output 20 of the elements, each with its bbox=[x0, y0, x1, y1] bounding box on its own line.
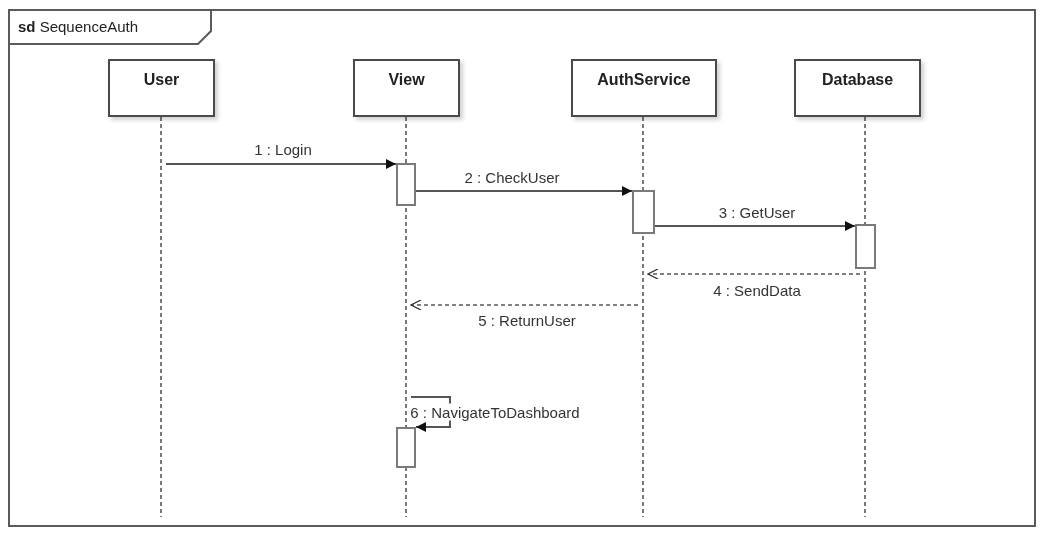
participant-box bbox=[571, 59, 717, 117]
message-label: 6 : NavigateToDashboard bbox=[408, 403, 582, 421]
frame-title: sd SequenceAuth bbox=[18, 18, 139, 35]
participant-box bbox=[108, 59, 215, 117]
participant-name: View bbox=[387, 71, 426, 89]
reply-arrow bbox=[410, 299, 639, 311]
participant-box bbox=[794, 59, 921, 117]
message-arrow bbox=[654, 221, 856, 231]
message-arrow bbox=[415, 186, 633, 196]
activation-bar bbox=[396, 163, 416, 206]
participant-name: AuthService bbox=[596, 71, 692, 89]
activation-bar bbox=[632, 190, 655, 234]
message-arrow bbox=[165, 159, 397, 169]
sequence-frame bbox=[8, 9, 1036, 527]
reply-arrow bbox=[647, 268, 861, 280]
participant-name: User bbox=[142, 71, 181, 89]
activation-bar bbox=[855, 224, 876, 269]
participant-box bbox=[353, 59, 460, 117]
participant-name: Database bbox=[820, 71, 895, 89]
activation-bar bbox=[396, 427, 416, 468]
